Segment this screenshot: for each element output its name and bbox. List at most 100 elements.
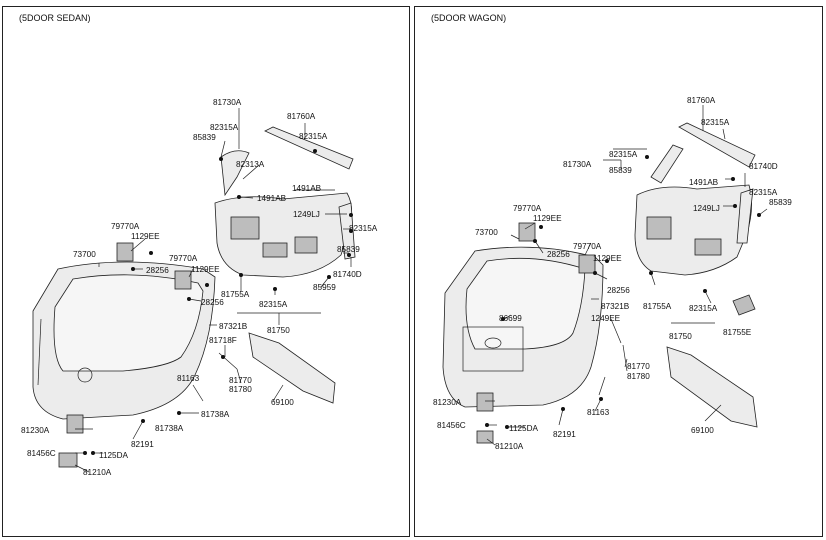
latch bbox=[66, 414, 84, 434]
part-label: 79770A bbox=[169, 254, 198, 263]
wagon-parts-drawing: 81760A 82315A 82315A 81730A 85839 81740D… bbox=[433, 96, 792, 451]
part-label: 82315A bbox=[259, 300, 288, 309]
part-label: 81738A bbox=[155, 424, 184, 433]
part-label: 79770A bbox=[573, 242, 602, 251]
inner-trim-panel bbox=[634, 184, 752, 276]
part-label: 82315A bbox=[689, 304, 718, 313]
emblem-mark bbox=[77, 367, 93, 383]
part-label: 81730A bbox=[213, 98, 242, 107]
hinge bbox=[174, 270, 192, 290]
latch-cover bbox=[58, 452, 78, 468]
part-label: 87321B bbox=[219, 322, 248, 331]
inner-trim-panel bbox=[214, 192, 352, 278]
part-label: 1491AB bbox=[292, 184, 322, 193]
panel-title-sedan: (5DOOR SEDAN) bbox=[19, 13, 91, 23]
tailgate-glass bbox=[53, 274, 204, 372]
part-label: 1129EE bbox=[533, 214, 562, 223]
part-label: 81210A bbox=[495, 442, 524, 451]
part-label: 79770A bbox=[111, 222, 140, 231]
part-label: 81760A bbox=[687, 96, 716, 105]
part-label: 81740D bbox=[333, 270, 362, 279]
part-label: 85839 bbox=[337, 245, 360, 254]
part-label: 73700 bbox=[73, 250, 96, 259]
hinge bbox=[578, 254, 596, 274]
part-label: 82315A bbox=[701, 118, 730, 127]
emblem-mark bbox=[484, 337, 502, 349]
part-label: 1125DA bbox=[99, 451, 129, 460]
part-label: 28256 bbox=[201, 298, 224, 307]
hinge bbox=[518, 222, 536, 242]
part-label: 81730A bbox=[563, 160, 592, 169]
part-label: 82191 bbox=[131, 440, 154, 449]
part-label: 82315A bbox=[609, 150, 638, 159]
crossbar bbox=[666, 346, 758, 428]
trim-cutout bbox=[294, 236, 318, 254]
part-label: 82315A bbox=[749, 188, 778, 197]
part-label: 81456C bbox=[27, 449, 56, 458]
part-label: 87321B bbox=[601, 302, 630, 311]
tailgate-glass bbox=[465, 257, 586, 350]
part-label: 85839 bbox=[609, 166, 632, 175]
side-trim-right bbox=[736, 188, 754, 244]
trim-cutout bbox=[694, 238, 722, 256]
part-label: 81210A bbox=[83, 468, 112, 477]
sedan-diagram-panel: (5DOOR SEDAN) bbox=[2, 6, 410, 537]
part-label: 81718F bbox=[209, 336, 237, 345]
part-label: 81230A bbox=[21, 426, 50, 435]
part-label: 85839 bbox=[769, 198, 792, 207]
part-label: 82313A bbox=[236, 160, 265, 169]
part-label: 81750 bbox=[669, 332, 692, 341]
part-label: 81740D bbox=[749, 162, 778, 171]
part-label: 69100 bbox=[691, 426, 714, 435]
part-label: 1125DA bbox=[509, 424, 539, 433]
part-label: 81456C bbox=[437, 421, 466, 430]
part-label: 1491AB bbox=[689, 178, 719, 187]
part-label: 81163 bbox=[177, 374, 200, 383]
part-label: 1129EE bbox=[593, 254, 622, 263]
part-label: 69100 bbox=[271, 398, 294, 407]
part-label: 81750 bbox=[267, 326, 290, 335]
crossbar bbox=[248, 332, 336, 404]
part-label: 81760A bbox=[287, 112, 316, 121]
trim-cutout bbox=[262, 242, 288, 258]
wagon-diagram-panel: (5DOOR WAGON) bbox=[414, 6, 823, 537]
part-label: 1249LJ bbox=[693, 204, 720, 213]
sedan-parts-drawing: 81730A 81760A 82315A 85839 82315A 82313A… bbox=[21, 98, 378, 477]
part-label: 86699 bbox=[499, 314, 522, 323]
part-label: 28256 bbox=[607, 286, 630, 295]
part-label: 73700 bbox=[475, 228, 498, 237]
license-plate-recess bbox=[462, 326, 524, 372]
part-label: 85839 bbox=[193, 133, 216, 142]
part-label: 28256 bbox=[146, 266, 169, 275]
part-label: 79770A bbox=[513, 204, 542, 213]
part-label: 1249LJ bbox=[293, 210, 320, 219]
part-label: 82191 bbox=[553, 430, 576, 439]
upper-trim-strip bbox=[678, 122, 756, 168]
part-label: 81770 bbox=[627, 362, 650, 371]
part-label: 85959 bbox=[313, 283, 336, 292]
part-label: 1129EE bbox=[131, 232, 160, 241]
upper-trim-strip bbox=[264, 126, 354, 170]
part-label: 81738A bbox=[201, 410, 230, 419]
part-label: 81780 bbox=[229, 385, 252, 394]
part-label: 81770 bbox=[229, 376, 252, 385]
latch-cover bbox=[476, 430, 494, 444]
side-trim-left bbox=[650, 144, 684, 184]
part-label: 81163 bbox=[587, 408, 610, 417]
hinge bbox=[116, 242, 134, 262]
part-label: 82315A bbox=[210, 123, 239, 132]
panel-title-wagon: (5DOOR WAGON) bbox=[431, 13, 507, 23]
trim-cutout bbox=[646, 216, 672, 240]
part-81755e bbox=[732, 294, 756, 316]
latch bbox=[476, 392, 494, 412]
part-label: 28256 bbox=[547, 250, 570, 259]
part-label: 81755E bbox=[723, 328, 752, 337]
part-label: 81230A bbox=[433, 398, 462, 407]
side-trim-left bbox=[220, 150, 250, 197]
part-label: 1129EE bbox=[191, 265, 220, 274]
part-label: 81755A bbox=[643, 302, 672, 311]
part-label: 81755A bbox=[221, 290, 250, 299]
part-label: 1491AB bbox=[257, 194, 287, 203]
part-label: 81780 bbox=[627, 372, 650, 381]
part-label: 1249EE bbox=[591, 314, 621, 323]
